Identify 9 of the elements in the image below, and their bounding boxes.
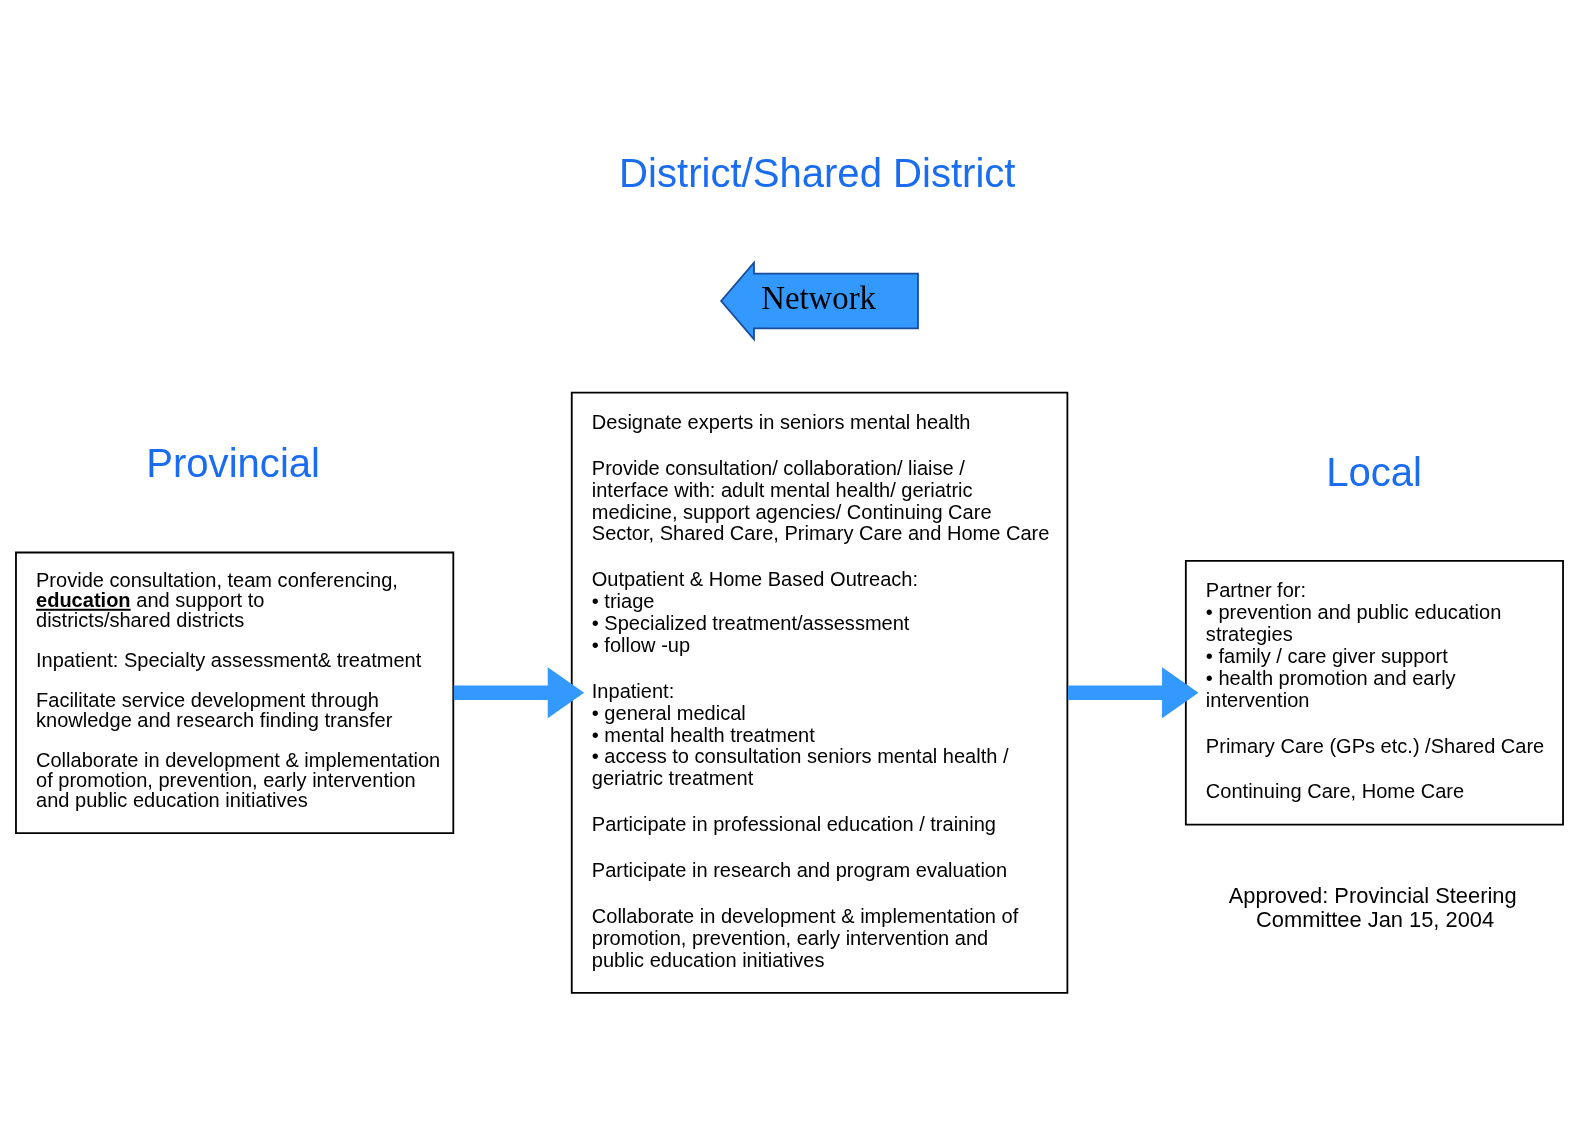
node-box: Partner for: • prevention and public education strategies • family / care giver support • health promotion and early intervention Primary Care (GPs etc.) /Shared Care Continuing Care, Home Care — [1184, 559, 1564, 826]
label: District/Shared District — [619, 150, 1016, 195]
label: Approved: Provincial Steering Committee Jan 15, 2004 — [1228, 882, 1517, 932]
node-box: Designate experts in seniors mental health Provide consultation/ collaboration/ liaise / interface with: adult mental health/ geriatric medicine, support agencies/ Continuing Care Sector, Shared Care, Primary Care and Home Care Outpatient & Home Based Outreach: • triage • Specialized treatment/assessment • follow -up Inpatient: • general medical • mental health treatment • access to consultation seniors mental health / geriatric treatment Participate in professional education / training Participate in research and program evaluation Collaborate in development & implementation of promotion, prevention, early intervention and public education initiatives — [570, 391, 1069, 994]
label: Provincial — [146, 440, 321, 485]
arrow — [453, 666, 585, 718]
node-box: Provide consultation, team conferencing, education and support to districts/shared districts Inpatient: Specialty assessment& treatment Facilitate service development through knowledge and research finding transfer Collaborate in development & implementation of promotion, prevention, early intervention and public education initiatives — [15, 551, 455, 834]
label: Local — [1326, 449, 1422, 494]
arrow — [1067, 666, 1199, 718]
